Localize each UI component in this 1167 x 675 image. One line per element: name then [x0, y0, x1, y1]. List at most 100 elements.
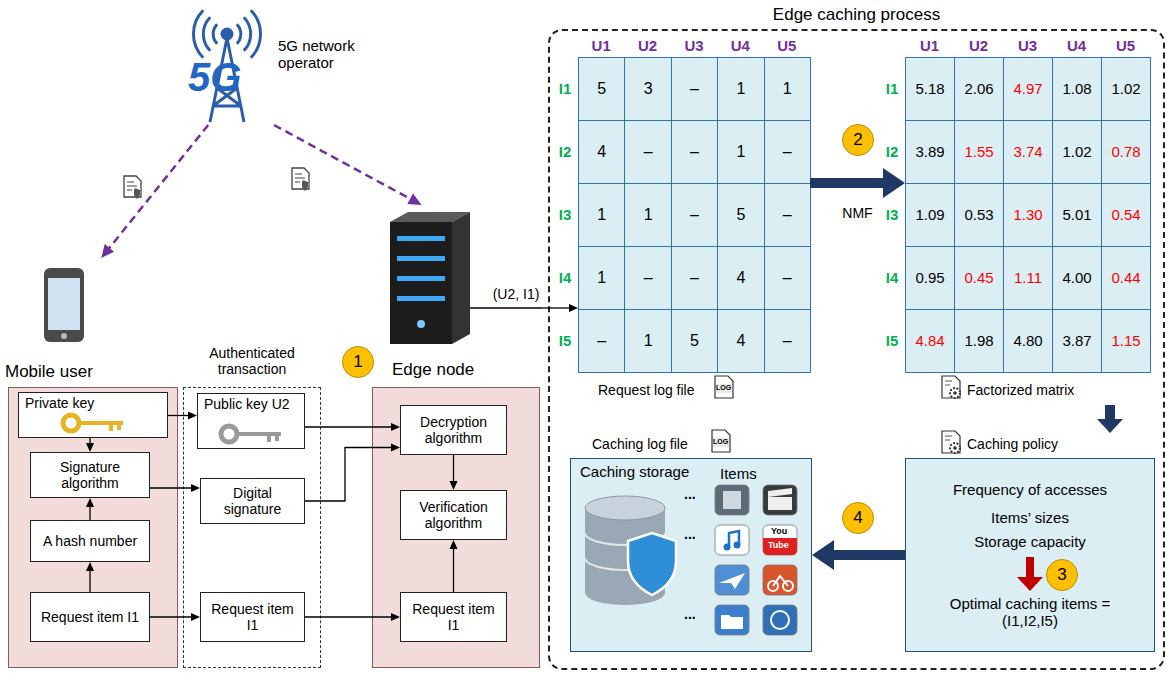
node-heading: Private key: [25, 395, 94, 411]
row-header: I2: [881, 120, 903, 183]
table-cell: 5: [671, 309, 718, 373]
row-header: I3: [554, 183, 576, 246]
icon-text: LOG: [716, 384, 731, 392]
table-cell: 1.02: [1101, 57, 1151, 121]
row-header: I1: [881, 57, 903, 120]
table-cell: 1: [717, 120, 764, 184]
app-icon: [715, 485, 749, 515]
log-file-icon: [715, 376, 733, 398]
icon-text: You: [771, 526, 787, 536]
table-cell: 1.98: [954, 309, 1004, 373]
row-header: I1: [554, 57, 576, 120]
ellipsis: ...: [684, 606, 696, 622]
caching-policy-box: Caching policyFrequency of accessesItems…: [905, 433, 1155, 652]
row-header: I2: [554, 120, 576, 183]
connector-line: [274, 125, 412, 200]
row-header: I5: [554, 309, 576, 372]
box-label: Request item I1: [41, 609, 139, 625]
table-cell: 3.74: [1003, 120, 1053, 184]
mobile-user-panel: Mobile userPrivate keySignature algorith…: [5, 258, 180, 668]
process-box: A hash number: [30, 520, 150, 562]
column-header: U5: [764, 35, 810, 57]
table-cell: 1: [624, 183, 671, 247]
key-blade: [237, 434, 281, 442]
box-label: Digital signature: [205, 485, 300, 517]
connector-line: [542, 307, 571, 308]
column-header: U4: [717, 35, 763, 57]
app-icon: [763, 605, 797, 635]
connector-line: [810, 178, 887, 188]
table-cell: 1.11: [1003, 246, 1053, 310]
table-cell: 4: [717, 309, 764, 373]
column-header: U4: [1052, 35, 1101, 57]
arrowhead: [569, 304, 578, 312]
node-text: Optimal caching items = (I1,I2,I5): [945, 595, 1115, 630]
table-cell: 4.80: [1003, 309, 1053, 373]
table-cell: 5: [578, 57, 625, 121]
row-header: I4: [554, 246, 576, 309]
table-cell: 0.45: [954, 246, 1004, 310]
node-heading: Caching policy: [967, 436, 1058, 452]
edge-label: NMF: [840, 205, 874, 221]
app-icon: [763, 485, 797, 515]
table-cell: 5.01: [1052, 183, 1102, 247]
phone-icon: [44, 268, 84, 342]
table-cell: 5.18: [905, 57, 955, 121]
table-cell: 4: [578, 120, 625, 184]
transaction-group: Authenticated transactionPublic key U2Di…: [183, 343, 321, 668]
key-icon: [217, 422, 287, 446]
icon-text: LOG: [713, 438, 728, 446]
key-bow: [221, 426, 237, 442]
node-text: Caching storage: [580, 463, 689, 480]
table-cell: 1: [717, 57, 764, 121]
private-key-box: Private key: [18, 392, 168, 438]
connector-arrow: [812, 540, 905, 570]
table-cell: 0.78: [1101, 120, 1151, 184]
connector-line: [1105, 405, 1115, 422]
arrowhead: [191, 484, 200, 492]
factorized-matrix: Factorized matrixU1U2U3U4U5I15.182.064.9…: [905, 35, 1150, 405]
table-cell: 1: [578, 183, 625, 247]
certificate-icon: [292, 168, 309, 191]
column-header: U1: [905, 35, 954, 57]
ellipsis: ...: [684, 486, 696, 502]
table-cell: 1.30: [1003, 183, 1053, 247]
arrowhead: [883, 168, 905, 198]
connector-arrow: [1097, 405, 1123, 433]
node-text: Storage capacity: [905, 533, 1155, 550]
node-heading: Public key U2: [204, 396, 290, 412]
arrowhead: [101, 244, 114, 258]
logo-text: 5G: [188, 54, 241, 100]
app-icon: [715, 565, 749, 595]
row-header: I4: [881, 246, 903, 309]
row-header: I5: [881, 309, 903, 372]
process-box: Verification algorithm: [400, 490, 507, 540]
column-header: U2: [624, 35, 670, 57]
callout-number: 2: [842, 124, 874, 156]
log-file-icon: [712, 430, 730, 452]
box-label: Request item I1: [405, 601, 502, 633]
column-header: U5: [1101, 35, 1150, 57]
table-cell: –: [671, 57, 718, 121]
table-cell: 1: [764, 57, 811, 121]
column-header: U3: [671, 35, 717, 57]
table-cell: –: [578, 309, 625, 373]
table-cell: 4.97: [1003, 57, 1053, 121]
key-icon: [59, 411, 129, 435]
table-cell: 4.00: [1052, 246, 1102, 310]
ellipsis: ...: [684, 526, 696, 542]
table-cell: 2.06: [954, 57, 1004, 121]
callout-number: 3: [1046, 559, 1078, 591]
table-cell: 3: [624, 57, 671, 121]
public-key-box: Public key U2: [197, 393, 305, 449]
table-cell: 4: [717, 246, 764, 310]
radio-waves: [237, 10, 261, 58]
table-cell: 5: [717, 183, 764, 247]
table-cell: 0.53: [954, 183, 1004, 247]
app-icon: [715, 605, 749, 635]
key-blade: [79, 423, 123, 431]
row-header: I3: [881, 183, 903, 246]
shield-icon: [628, 533, 676, 595]
server-icon: [390, 212, 542, 344]
database-top: [585, 496, 665, 520]
